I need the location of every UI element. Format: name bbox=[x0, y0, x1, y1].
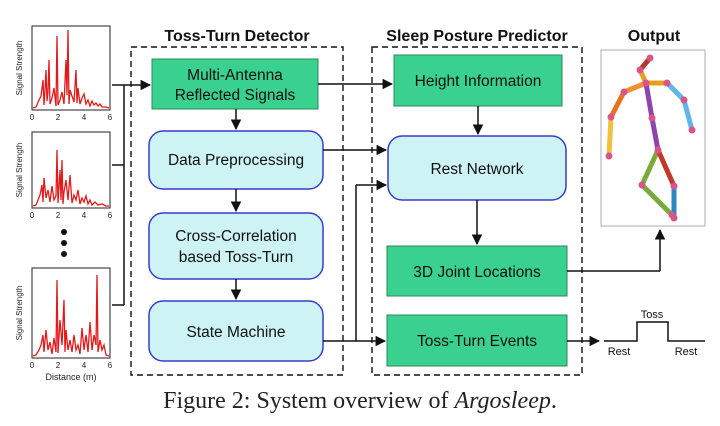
state-machine-label: State Machine bbox=[186, 324, 285, 341]
caption-suffix: . bbox=[550, 388, 557, 414]
multi-antenna-label-2: Reflected Signals bbox=[175, 87, 296, 104]
toss-turn-events-label: Toss-Turn Events bbox=[417, 333, 537, 350]
output-frame bbox=[600, 49, 706, 227]
joint-locations-label: 3D Joint Locations bbox=[413, 264, 541, 281]
ellipsis-dots bbox=[61, 229, 67, 257]
sleep-posture-predictor-header: Sleep Posture Predictor bbox=[386, 28, 567, 45]
plot2-xtick-6: 6 bbox=[108, 211, 113, 220]
joint-locations-box: 3D Joint Locations bbox=[386, 245, 568, 297]
plotn-ylabel: Signal Strength bbox=[15, 286, 24, 341]
multi-antenna-label-1: Multi-Antenna bbox=[187, 67, 283, 84]
plot1-xtick-0: 0 bbox=[30, 113, 35, 122]
rest-network-label: Rest Network bbox=[430, 161, 523, 178]
skeleton-figure bbox=[605, 54, 696, 222]
plotn-xtick-4: 4 bbox=[82, 361, 87, 370]
cross-correlation-box: Cross-Correlation based Toss-Turn bbox=[148, 212, 324, 280]
plotn-xtick-0: 0 bbox=[30, 361, 35, 370]
plot1-xtick-4: 4 bbox=[82, 113, 87, 122]
data-preprocessing-box: Data Preprocessing bbox=[148, 130, 324, 190]
state-machine-box: State Machine bbox=[148, 300, 324, 362]
plot2-ylabel: Signal Strength bbox=[15, 143, 24, 198]
plot2-xtick-2: 2 bbox=[56, 211, 61, 220]
plot2-xtick-4: 4 bbox=[82, 211, 87, 220]
caption-system-name: Argosleep bbox=[454, 388, 551, 414]
toss-turn-detector-panel bbox=[130, 46, 344, 376]
plot1-xtick-6: 6 bbox=[108, 113, 113, 122]
plotn-xlabel: Distance (m) bbox=[45, 372, 96, 382]
cross-correlation-label-2: based Toss-Turn bbox=[179, 249, 294, 266]
signal-plot-1: 0 2 4 6 Signal Strength bbox=[15, 25, 113, 122]
height-information-label: Height Information bbox=[415, 73, 542, 90]
plots-bracket bbox=[112, 79, 152, 306]
signal-trace-2 bbox=[32, 149, 109, 207]
plot2-xtick-0: 0 bbox=[30, 211, 35, 220]
signal-trace-1 bbox=[32, 29, 110, 109]
signal-plot-n: 0 2 4 6 Signal Strength Distance (m) bbox=[15, 267, 113, 382]
figure-caption: Figure 2: System overview of Argosleep. bbox=[0, 388, 720, 415]
toss-turn-timeline: Rest Toss Rest bbox=[604, 309, 705, 358]
plotn-xtick-6: 6 bbox=[108, 361, 113, 370]
plotn-xtick-2: 2 bbox=[56, 361, 61, 370]
timeline-rest-right: Rest bbox=[675, 346, 698, 358]
toss-turn-events-box: Toss-Turn Events bbox=[386, 314, 568, 367]
caption-prefix: Figure 2: System overview of bbox=[163, 388, 455, 414]
rest-network-box: Rest Network bbox=[387, 135, 567, 201]
toss-turn-detector-header: Toss-Turn Detector bbox=[164, 28, 309, 45]
plot1-xtick-2: 2 bbox=[56, 113, 61, 122]
signal-trace-n bbox=[32, 274, 110, 357]
output-header: Output bbox=[628, 28, 681, 45]
timeline-toss: Toss bbox=[641, 309, 664, 321]
signal-plot-2: 0 2 4 6 Signal Strength bbox=[15, 131, 113, 220]
data-preprocessing-label: Data Preprocessing bbox=[168, 152, 304, 169]
timeline-rest-left: Rest bbox=[608, 346, 631, 358]
sleep-posture-predictor-panel bbox=[371, 46, 583, 376]
plot1-ylabel: Signal Strength bbox=[15, 41, 24, 96]
multi-antenna-box: Multi-Antenna Reflected Signals bbox=[151, 58, 319, 110]
height-information-box: Height Information bbox=[393, 54, 563, 107]
cross-correlation-label-1: Cross-Correlation bbox=[175, 228, 296, 245]
predictor-flow-arrows bbox=[318, 78, 666, 347]
